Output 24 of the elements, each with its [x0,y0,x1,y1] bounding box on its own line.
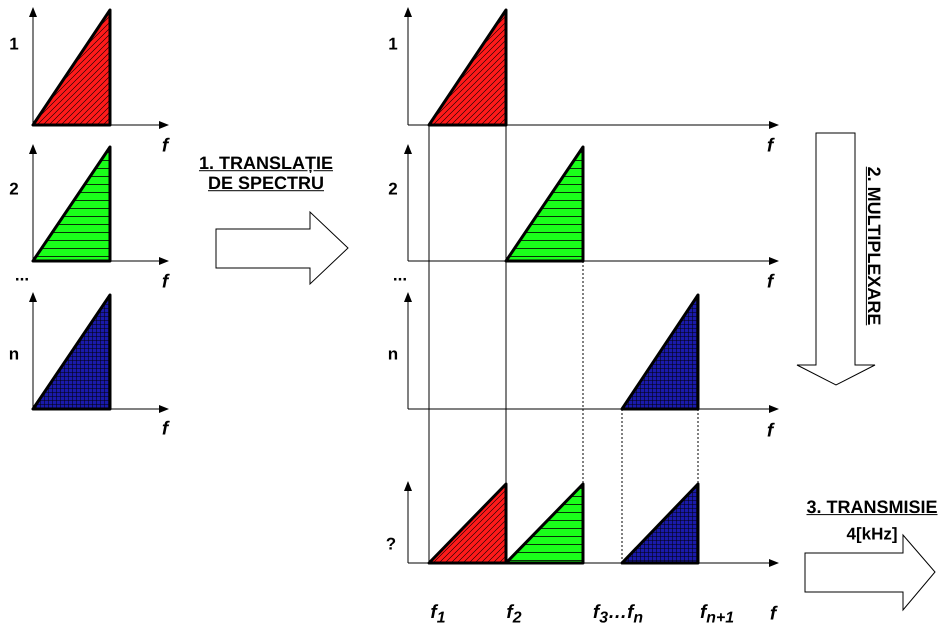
frequency-label: f$_{1}$ [430,602,446,628]
ellipsis-label: ... [14,266,30,286]
curve-number: 2 [388,180,398,200]
curve-number: 1 [9,36,19,54]
step-label: 1. TRANSLAȚIE DE SPECTRU [198,154,334,194]
bandwidth-label: 4[kHz] [846,526,898,544]
frequency-label: f$_{n+1}$ [700,602,734,628]
axis-label: f [766,422,774,442]
axis-label: f [770,604,776,626]
curve-number: 2 [9,180,19,200]
axis-label: f [162,272,168,294]
ellipsis-label: ... [392,266,408,286]
axis-label: f [766,272,774,294]
curve-number: 1 [388,36,398,54]
step-label: 2. MULTIPLEXARE [863,166,883,326]
axis-label: f [162,136,168,158]
curve-label: ? [386,536,396,554]
curve-number: n [8,346,20,364]
frequency-label: f$_{2}$ [506,602,522,628]
axis-label: f [766,136,774,158]
step-label: 3. TRANSMISIE [806,498,938,518]
axis-label: f [162,420,168,440]
frequency-label: f$_{3}$…f$_{n}$ [592,602,644,628]
curve-number: n [388,346,398,364]
